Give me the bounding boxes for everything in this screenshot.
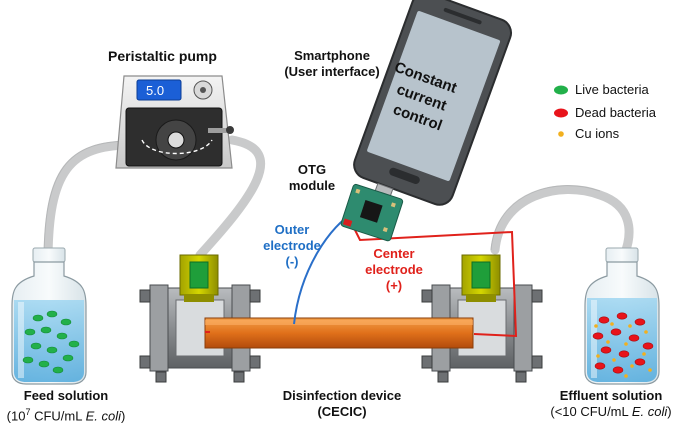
effluent-subtitle: (<10 CFU/mL E. coli) xyxy=(540,404,682,420)
effluent-sub-end: ) xyxy=(667,404,672,419)
legend-dead-swatch xyxy=(554,108,568,118)
dead-bacteria-cluster xyxy=(592,312,654,374)
feed-solution-label: Feed solution (107 CFU/mL E. coli) xyxy=(2,388,130,424)
fitting-left xyxy=(179,254,219,302)
effluent-bottle xyxy=(584,247,660,385)
outer-electrode-line1: Outer xyxy=(274,222,310,237)
cu-ion-dots xyxy=(594,322,652,378)
otg-label-line1: OTG xyxy=(297,162,327,177)
center-electrode-wire xyxy=(354,229,518,338)
feed-subtitle: (107 CFU/mL E. coli) xyxy=(2,404,130,424)
otg-label-line2: module xyxy=(288,178,336,193)
otg-label: OTG module xyxy=(287,162,337,194)
legend xyxy=(554,85,568,137)
tubing xyxy=(43,135,634,267)
pump-to-device-tube xyxy=(195,135,266,260)
smartphone-label-line2: (User interface) xyxy=(284,64,380,79)
outer-electrode-line2: electrode xyxy=(263,238,321,253)
center-electrode-line3: (+) xyxy=(385,278,403,293)
center-electrode-line1: Center xyxy=(373,246,415,261)
outer-electrode-line3: (-) xyxy=(285,254,299,269)
feed-bottle xyxy=(11,247,87,385)
effluent-sub-italic: E. coli xyxy=(631,404,668,419)
pump-title: Peristaltic pump xyxy=(108,48,217,64)
center-electrode-label: Center electrode (+) xyxy=(354,246,434,294)
feed-sub-end: ) xyxy=(121,408,126,424)
center-electrode-line2: electrode xyxy=(365,262,423,277)
legend-live-swatch xyxy=(554,85,568,95)
legend-dead-label: Dead bacteria xyxy=(575,105,656,120)
device-label-line1: Disinfection device xyxy=(282,388,402,403)
pump-display-text: 5.0 xyxy=(146,83,164,98)
device-label-line2: (CECIC) xyxy=(317,404,367,419)
outer-electrode-label: Outer electrode (-) xyxy=(252,222,332,270)
effluent-title: Effluent solution xyxy=(559,388,663,403)
feed-sub-mid: CFU/mL xyxy=(30,408,86,424)
smartphone-label-line1: Smartphone xyxy=(294,48,370,63)
disinfection-device xyxy=(139,254,543,383)
feed-tube xyxy=(43,140,137,267)
feed-sub-prefix: (10 xyxy=(6,408,26,424)
smartphone xyxy=(353,0,513,206)
peristaltic-pump: 5.0 xyxy=(115,75,234,169)
effluent-solution-label: Effluent solution (<10 CFU/mL E. coli) xyxy=(540,388,682,420)
smartphone-label: Smartphone (User interface) xyxy=(282,48,382,80)
feed-title: Feed solution xyxy=(23,388,109,403)
legend-live-label: Live bacteria xyxy=(575,82,649,97)
fitting-right xyxy=(461,254,501,302)
device-label: Disinfection device (CECIC) xyxy=(262,388,422,420)
legend-cu-label: Cu ions xyxy=(575,126,620,141)
otg-module xyxy=(340,183,404,242)
feed-sub-sup: 7 xyxy=(25,407,31,417)
effluent-tube-top xyxy=(490,185,634,263)
effluent-sub-prefix: (<10 CFU/mL xyxy=(550,404,632,419)
feed-sub-italic: E. coli xyxy=(85,408,121,424)
live-bacteria-cluster xyxy=(22,310,80,374)
legend-cu-swatch xyxy=(558,131,564,137)
